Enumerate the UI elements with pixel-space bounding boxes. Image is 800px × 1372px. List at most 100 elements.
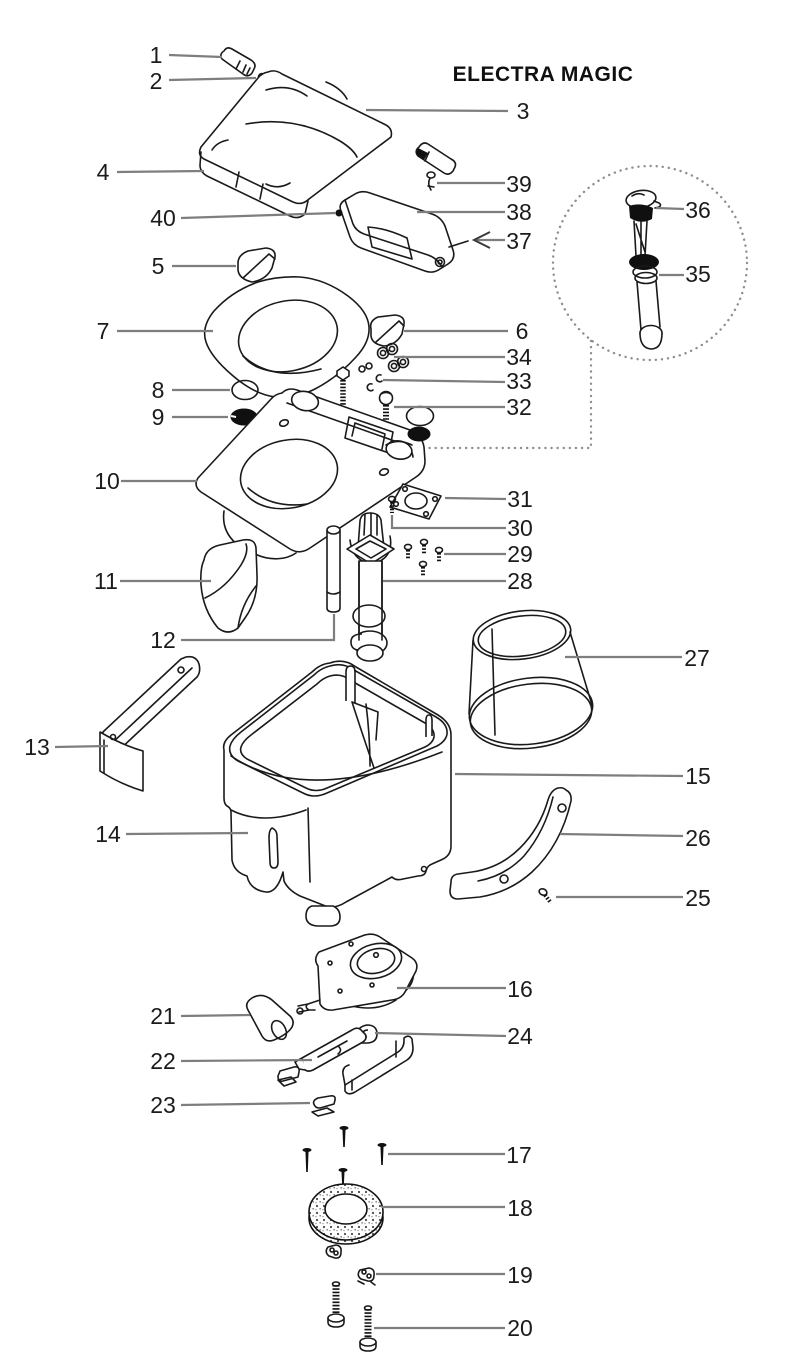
callout-label-22: 22 xyxy=(150,1048,176,1074)
callout-label-1: 1 xyxy=(150,42,163,68)
callout-label-34: 34 xyxy=(506,344,532,370)
callout-label-20: 20 xyxy=(507,1315,533,1341)
callout-label-11: 11 xyxy=(94,568,118,594)
seat-bumper-right-fold xyxy=(375,320,405,343)
clips-23 xyxy=(311,1095,336,1117)
callout-label-5: 5 xyxy=(152,253,165,279)
leader-36 xyxy=(655,206,685,211)
callout-label-24: 24 xyxy=(507,1023,533,1049)
callout-label-14: 14 xyxy=(95,821,121,847)
leader-24 xyxy=(374,1031,507,1038)
leader-40 xyxy=(180,211,337,220)
deck xyxy=(195,388,426,564)
fill-tube xyxy=(326,525,341,613)
callout-label-15: 15 xyxy=(685,763,711,789)
seat-bumper-left-fold xyxy=(242,253,276,279)
cap-ring xyxy=(231,379,259,401)
detail-balloon xyxy=(408,164,749,450)
leader-22 xyxy=(180,1058,313,1063)
hinge-pin-left xyxy=(220,47,256,77)
leader-21 xyxy=(180,1013,251,1018)
callout-label-13: 13 xyxy=(24,734,50,760)
flange-gasket-31 xyxy=(389,483,442,520)
leader-12 xyxy=(181,614,336,642)
retainer-clips-33 xyxy=(358,362,383,392)
leader-31 xyxy=(444,496,507,501)
callout-label-6: 6 xyxy=(516,318,529,344)
screw-39 xyxy=(426,171,436,191)
leader-15 xyxy=(454,772,684,778)
bolts-20 xyxy=(327,1281,377,1352)
hex-nuts-34 xyxy=(376,342,410,373)
plug-40 xyxy=(335,209,343,217)
clamp-19 xyxy=(357,1267,376,1286)
callout-label-16: 16 xyxy=(507,976,533,1002)
wedge-pocket xyxy=(200,538,258,633)
callout-label-2: 2 xyxy=(150,68,163,94)
slide-22 xyxy=(277,1027,367,1087)
cone-bucket xyxy=(468,609,594,750)
screw-25 xyxy=(538,887,553,905)
callout-label-25: 25 xyxy=(685,885,711,911)
leader-4 xyxy=(116,169,205,174)
callout-label-36: 36 xyxy=(685,197,711,223)
leader-14 xyxy=(125,831,249,836)
flush-plate xyxy=(296,933,418,1015)
leader-13 xyxy=(54,744,109,749)
callout-label-17: 17 xyxy=(506,1142,532,1168)
callout-label-23: 23 xyxy=(150,1092,176,1118)
leader-lines xyxy=(54,53,685,1330)
bracket-left xyxy=(99,655,201,792)
callout-label-12: 12 xyxy=(150,627,176,653)
sleeve-21 xyxy=(245,994,294,1042)
screws-29 xyxy=(403,538,444,576)
screw-30 xyxy=(387,495,397,513)
pump-cap-assembly xyxy=(625,189,663,350)
callout-label-32: 32 xyxy=(506,394,532,420)
foam-ring-18 xyxy=(308,1183,384,1245)
callout-label-40: 40 xyxy=(150,205,176,231)
callout-label-35: 35 xyxy=(685,261,711,287)
leader-30 xyxy=(390,515,506,530)
screws-17 xyxy=(302,1126,387,1186)
callout-label-18: 18 xyxy=(507,1195,533,1221)
bracket-right xyxy=(449,786,572,900)
callout-label-29: 29 xyxy=(507,541,533,567)
callout-label-38: 38 xyxy=(506,199,532,225)
deck-cap-seal xyxy=(407,426,431,442)
screw-32 xyxy=(378,390,394,423)
callout-label-27: 27 xyxy=(684,645,710,671)
callout-label-31: 31 xyxy=(507,486,533,512)
detail-connector xyxy=(408,339,593,450)
slide-guide xyxy=(342,1035,414,1095)
callout-label-19: 19 xyxy=(507,1262,533,1288)
callout-label-21: 21 xyxy=(150,1003,176,1029)
pump-tube xyxy=(346,512,395,662)
leader-37 xyxy=(471,231,505,249)
leader-2 xyxy=(168,76,257,82)
deck-cap-ring xyxy=(405,405,435,427)
callout-label-37: 37 xyxy=(506,228,532,254)
callout-label-4: 4 xyxy=(97,159,110,185)
clamp-small xyxy=(325,1244,342,1259)
leader-23 xyxy=(180,1101,311,1107)
illustration xyxy=(99,47,749,1352)
pump-cover xyxy=(339,190,469,273)
callout-label-28: 28 xyxy=(507,568,533,594)
callout-label-9: 9 xyxy=(152,404,165,430)
callout-label-30: 30 xyxy=(507,515,533,541)
callout-label-8: 8 xyxy=(152,377,165,403)
seat-bolt xyxy=(336,366,350,407)
callout-label-10: 10 xyxy=(94,468,120,494)
diagram-title: ELECTRA MAGIC xyxy=(453,63,634,86)
hinge-pin-right xyxy=(415,142,457,175)
callout-label-3: 3 xyxy=(517,98,530,124)
lid xyxy=(198,70,393,219)
callout-labels: 1 2 3 4 5 6 7 8 9 10 11 12 13 14 15 16 1… xyxy=(24,42,711,1341)
callout-label-26: 26 xyxy=(685,825,711,851)
callout-label-33: 33 xyxy=(506,368,532,394)
leader-3 xyxy=(365,108,509,113)
callout-label-39: 39 xyxy=(506,171,532,197)
